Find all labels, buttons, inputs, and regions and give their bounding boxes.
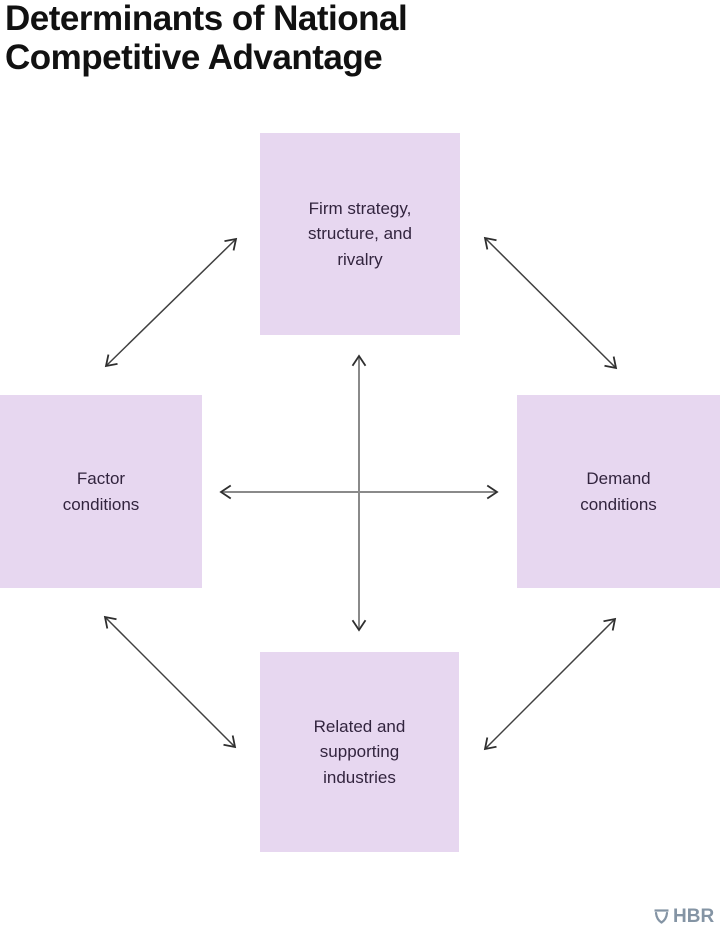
node-related-industries-label: Related and supporting industries bbox=[313, 716, 406, 787]
node-factor-conditions: Factor conditions bbox=[0, 395, 202, 588]
node-firm-strategy: Firm strategy, structure, and rivalry bbox=[260, 133, 460, 335]
arrow-left-top bbox=[104, 237, 238, 368]
node-demand-conditions-label: Demand conditions bbox=[580, 469, 657, 514]
page-title: Determinants of National Competitive Adv… bbox=[5, 0, 408, 77]
arrow-left-bottom bbox=[103, 615, 237, 749]
node-factor-conditions-label: Factor conditions bbox=[62, 469, 140, 514]
hbr-shield-icon bbox=[654, 909, 669, 924]
node-related-industries: Related and supporting industries bbox=[260, 652, 459, 852]
arrow-top-right bbox=[483, 236, 618, 370]
hbr-logo-text: HBR bbox=[673, 906, 715, 927]
arrow-bottom-right bbox=[483, 617, 617, 751]
node-demand-conditions: Demand conditions bbox=[517, 395, 720, 588]
node-firm-strategy-label: Firm strategy, structure, and rivalry bbox=[308, 198, 412, 269]
hbr-logo: HBR bbox=[653, 906, 714, 928]
